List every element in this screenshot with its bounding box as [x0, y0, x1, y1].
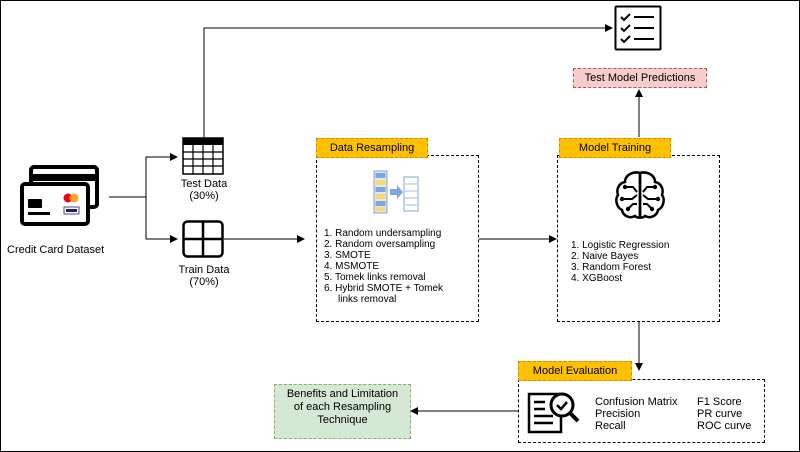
model-evaluation-box: Confusion Matrix Precision Recall F1 Sco… [518, 379, 765, 443]
resampling-method: 4. MSMOTE [324, 261, 380, 272]
to-test-arrow [145, 153, 178, 197]
model-item: 3. Random Forest [571, 262, 652, 273]
benefits-line: of each Resampling [293, 401, 392, 413]
test-to-checklist-arrow [203, 24, 613, 137]
resampling-method: 5. Tomek links removal [324, 272, 426, 283]
magnifier-doc-icon [527, 392, 580, 434]
resampling-method-cont: links removal [338, 294, 397, 305]
test-data-title: Test Data [180, 178, 228, 190]
benefits-line: Technique [317, 414, 368, 426]
benefits-line: Benefits and Limitation [286, 388, 399, 400]
test-data-pct: (30%) [189, 190, 219, 202]
table-icon [182, 137, 224, 175]
grid-icon [182, 220, 224, 258]
resampling-icon [373, 170, 419, 214]
credit-card-icon [20, 165, 99, 226]
benefits-box: Benefits and Limitation of each Resampli… [274, 384, 411, 439]
train-data-title: Train Data [178, 264, 230, 276]
metric-item: ROC curve [697, 420, 752, 432]
metrics-right: F1 Score PR curve ROC curve [697, 396, 751, 432]
metrics-left: Confusion Matrix Precision Recall [595, 396, 678, 432]
resampling-method: 3. SMOTE [324, 250, 371, 261]
train-data-pct: (70%) [189, 276, 219, 288]
metric-item: Precision [595, 408, 641, 420]
model-item: 1. Logistic Regression [571, 240, 670, 251]
metric-item: Confusion Matrix [595, 396, 678, 408]
model-item: 2. Naive Bayes [571, 251, 639, 262]
model-item: 4. XGBoost [571, 273, 623, 284]
metric-item: F1 Score [697, 396, 742, 408]
test-data-label: Test Data (30%) [164, 178, 244, 202]
checklist-icon [614, 5, 662, 51]
resampling-method: 6. Hybrid SMOTE + Tomek [324, 283, 444, 294]
model-training-title: Model Training [559, 138, 671, 158]
resampling-method: 2. Random oversampling [324, 239, 436, 250]
data-resampling-title: Data Resampling [316, 138, 428, 158]
resampling-method: 1. Random undersampling [324, 228, 442, 239]
train-data-label: Train Data (70%) [164, 264, 244, 288]
model-evaluation-title: Model Evaluation [518, 361, 632, 381]
model-list: 1. Logistic Regression 2. Naive Bayes 3.… [571, 240, 716, 284]
model-training-box: 1. Logistic Regression 2. Naive Bayes 3.… [557, 155, 720, 322]
dataset-label: Credit Card Dataset [7, 244, 105, 256]
metric-item: Recall [595, 420, 626, 432]
data-resampling-box: 1. Random undersampling 2. Random oversa… [316, 155, 479, 322]
to-train-arrow [145, 197, 178, 243]
resampling-methods-list: 1. Random undersampling 2. Random oversa… [324, 228, 476, 305]
ai-brain-icon [615, 171, 665, 219]
test-model-predictions-box: Test Model Predictions [573, 68, 707, 88]
metric-item: PR curve [697, 408, 743, 420]
